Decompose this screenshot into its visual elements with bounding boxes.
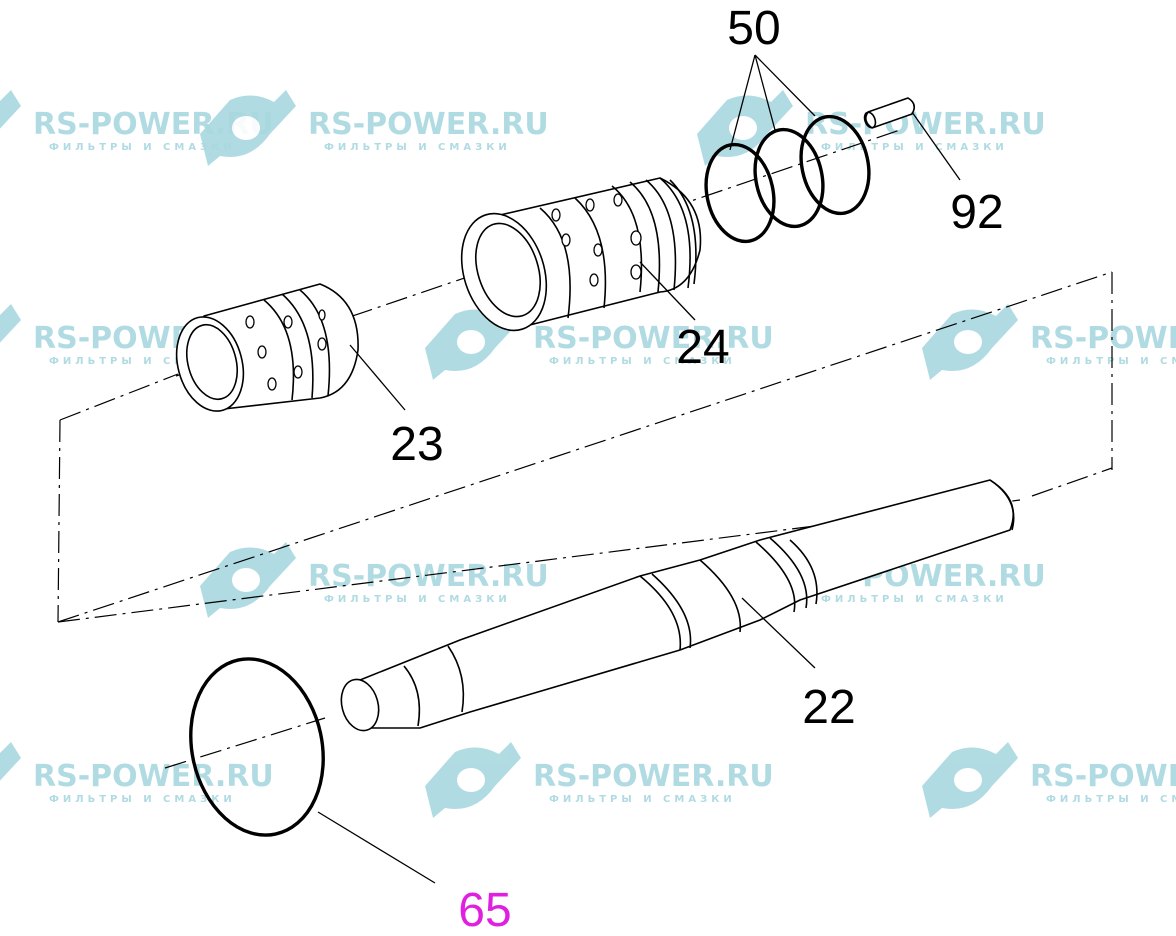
callout-23: 23 — [390, 418, 443, 471]
watermark-tagline: ФИЛЬТРЫ И СМАЗКИ — [549, 356, 736, 367]
rs-power-logo-icon — [697, 90, 793, 166]
leader-lines — [317, 54, 961, 884]
bushing-23 — [175, 283, 359, 412]
watermark-name: RS-POWER.RU — [308, 107, 549, 142]
watermark-tagline: ФИЛЬТРЫ И СМАЗКИ — [1046, 794, 1176, 805]
callout-24: 24 — [676, 321, 729, 374]
callout-65: 65 — [458, 884, 511, 936]
rs-power-logo-icon — [425, 742, 521, 818]
watermark-name: RS-POWER.RU — [533, 321, 774, 356]
o-rings-50 — [704, 114, 871, 244]
callout-22: 22 — [802, 681, 855, 734]
sleeve-24 — [460, 177, 702, 332]
rs-power-logo-icon — [0, 304, 21, 343]
watermark-tagline: ФИЛЬТРЫ И СМАЗКИ — [324, 594, 511, 605]
watermark-tagline: ФИЛЬТРЫ И СМАЗКИ — [49, 794, 236, 805]
watermark-tagline: ФИЛЬТРЫ И СМАЗКИ — [49, 356, 236, 367]
watermark-tagline: ФИЛЬТРЫ И СМАЗКИ — [49, 142, 236, 153]
large-o-ring-65 — [189, 657, 325, 837]
rs-power-logo-icon — [200, 542, 296, 618]
spool-shaft-22 — [340, 479, 1015, 732]
assembly-frame — [57, 271, 1113, 623]
watermark-tagline: ФИЛЬТРЫ И СМАЗКИ — [549, 794, 736, 805]
callout-50: 50 — [727, 2, 780, 55]
watermark-tagline: ФИЛЬТРЫ И СМАЗКИ — [821, 142, 1008, 153]
lower-center-axis — [164, 717, 326, 769]
watermark-tagline: ФИЛЬТРЫ И СМАЗКИ — [821, 594, 1008, 605]
watermark-tagline: ФИЛЬТРЫ И СМАЗКИ — [1046, 356, 1176, 367]
callout-92: 92 — [950, 186, 1003, 239]
watermark-name: RS-POWER.RU — [33, 759, 274, 794]
pin-92 — [863, 97, 916, 129]
watermark-tagline: ФИЛЬТРЫ И СМАЗКИ — [324, 142, 511, 153]
watermark-name: RS-POWER.RU — [533, 759, 774, 794]
watermark-name: RS-POWER.RU — [1030, 321, 1176, 356]
watermark-name: RS-POWER.RU — [805, 107, 1046, 142]
rs-power-logo-icon — [200, 90, 296, 166]
rs-power-logo-icon — [922, 304, 1018, 380]
watermark-name: RS-POWER.RU — [1030, 759, 1176, 794]
rs-power-logo-icon — [0, 90, 21, 129]
rs-power-logo-icon — [922, 742, 1018, 818]
callouts: 50 92 24 23 22 65 — [390, 2, 1003, 936]
rs-power-logo-icon — [0, 742, 21, 781]
